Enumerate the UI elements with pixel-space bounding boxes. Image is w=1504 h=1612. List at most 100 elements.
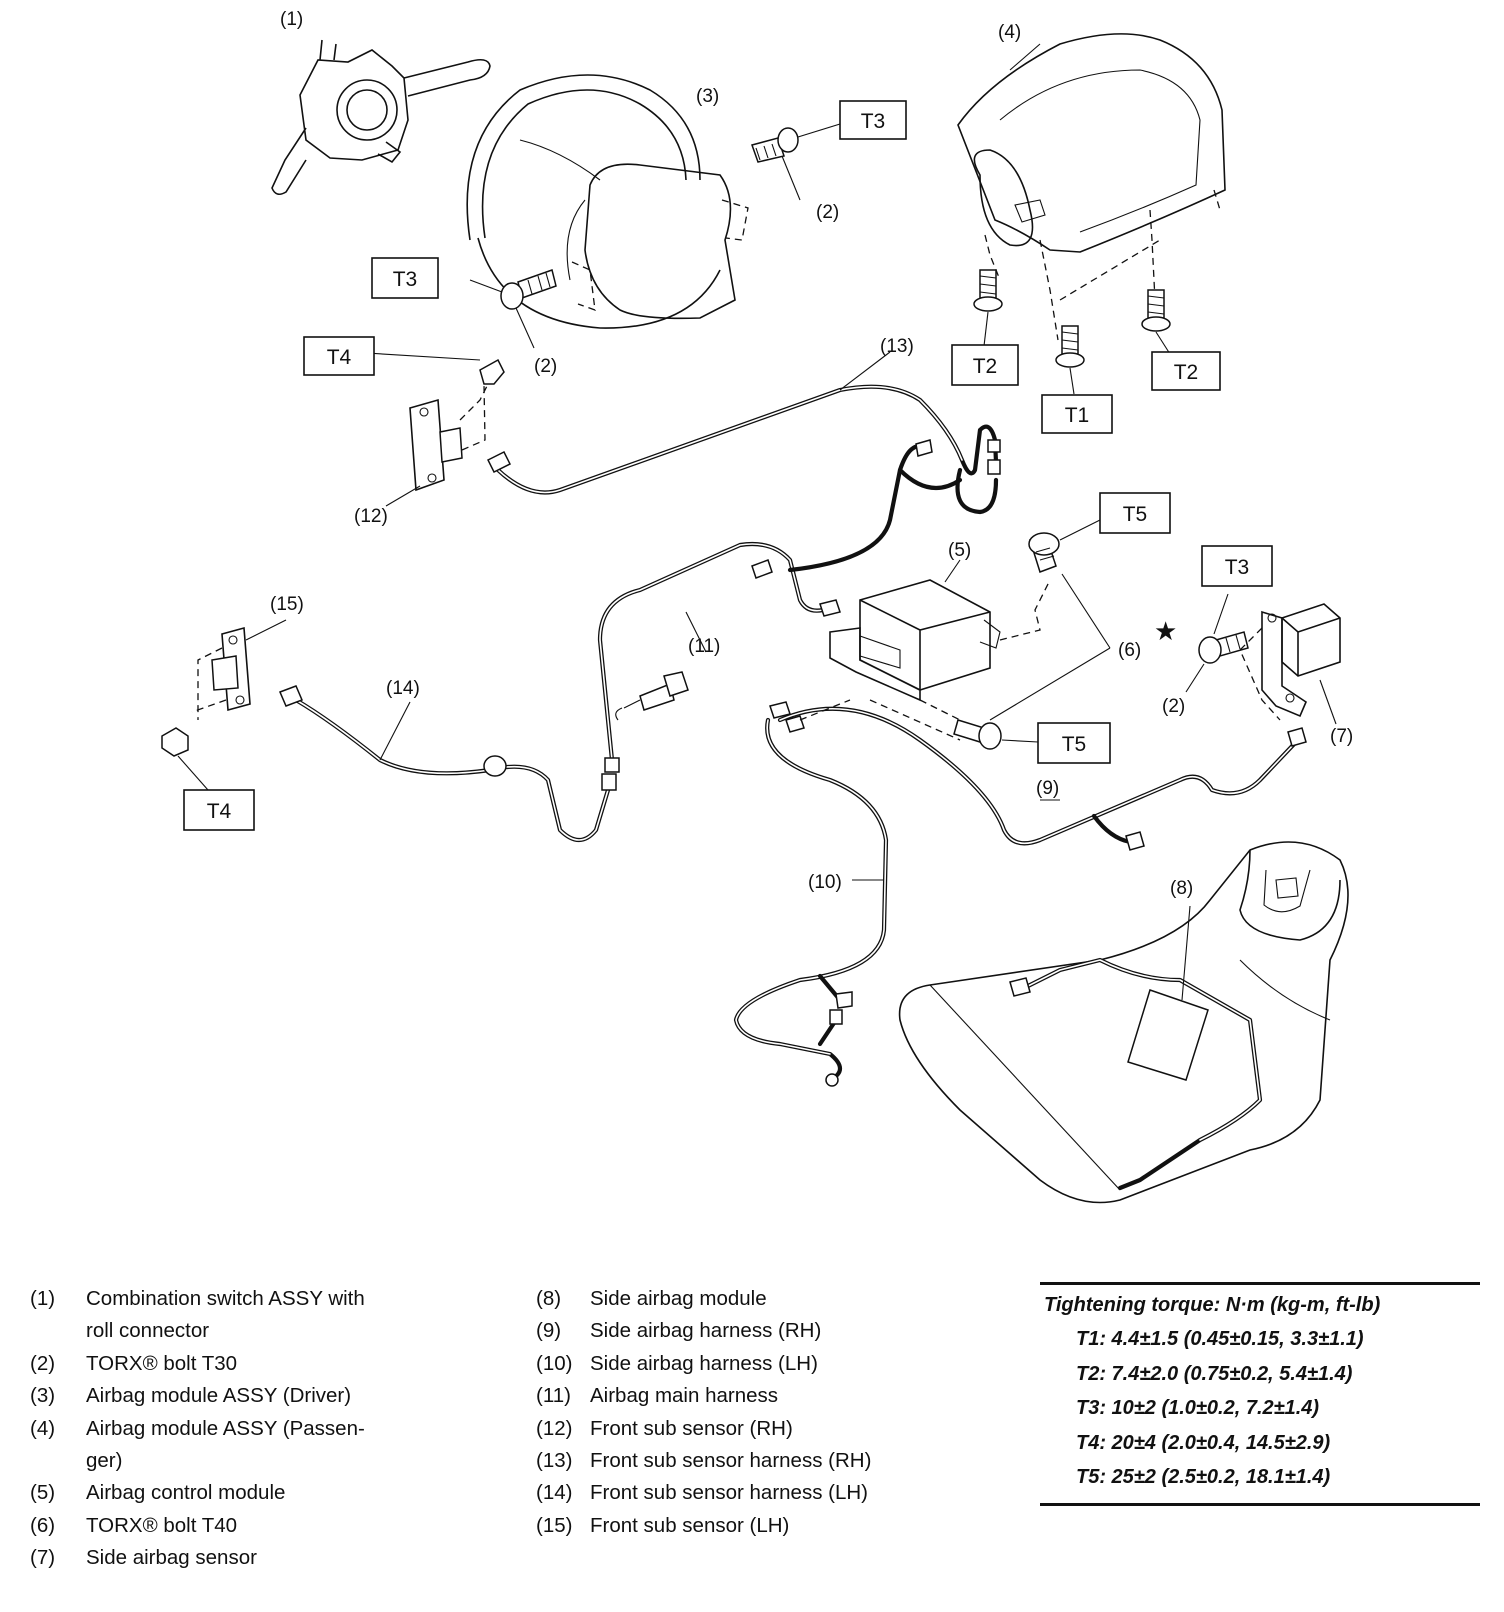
torque-title: Tightening torque: N·m (kg-m, ft-lb) [1044,1294,1381,1316]
legend-text: Side airbag module [590,1287,767,1310]
callout-9: (9) [1036,778,1059,799]
callout-labels: (1) (3) (4) (2) (2) (13) (12) (5) (15) (… [270,9,1353,899]
legend-number: (12) [536,1416,573,1440]
tightening-torque-table: Tightening torque: N·m (kg-m, ft-lb) T1:… [1040,1282,1480,1506]
legend-number: (2) [30,1351,56,1375]
legend-item: (14) Front sub sensor harness (LH) [536,1477,956,1509]
torx-bolt-t30-wheel [469,269,557,349]
legend-number: (9) [536,1319,562,1343]
legend-text: Side airbag sensor [86,1546,257,1570]
legend-item: (2) TORX® bolt T30 [30,1348,450,1380]
legend-number: (13) [536,1449,573,1473]
torx-bolt-t30-upper [751,123,841,201]
callout-5: (5) [948,540,971,561]
side-airbag-harness-lh [733,717,889,1087]
seat-with-side-airbag-module [898,841,1349,1204]
legend-item: (7) Side airbag sensor [30,1542,450,1574]
tag-t4-lh: T4 [207,800,232,823]
tag-t3-top: T3 [861,110,886,133]
legend-item: (15) Front sub sensor (LH) [536,1510,956,1542]
torque-tags: T3 T3 T4 T2 T1 T2 T5 T3 T5 T4 [183,100,1273,831]
legend-item: (9) Side airbag harness (RH) [536,1315,956,1347]
legend-number: (4) [30,1416,56,1440]
torx-bolt-t30-side [1185,593,1249,693]
legend-number: (10) [536,1351,573,1375]
torque-row-t1: T1: 4.4±1.5 (0.45±0.15, 3.3±1.1) [1076,1328,1364,1350]
legend-item: (5) Airbag control module [30,1477,450,1509]
legend-number: (8) [536,1287,562,1310]
tag-t2-left: T2 [973,355,998,378]
callout-14: (14) [386,678,420,699]
legend-text: Side airbag harness (RH) [590,1319,822,1343]
callout-4: (4) [998,22,1021,43]
legend-item: (12) Front sub sensor (RH) [536,1413,956,1445]
callout-2-wheel: (2) [534,356,557,377]
star-mark: ★ [1154,616,1177,646]
callout-2-upper: (2) [816,202,839,223]
driver-airbag-module-assy [466,74,749,329]
legend-text: Airbag module ASSY (Passen-ger) [86,1416,365,1473]
legend-item: (6) TORX® bolt T40 [30,1510,450,1542]
front-sub-sensor-rh [349,351,505,507]
legend-item: (11) Airbag main harness [536,1380,956,1412]
combination-switch-assy [271,39,491,196]
callout-12: (12) [354,506,388,527]
torque-row-t3: T3: 10±2 (1.0±0.2, 7.2±1.4) [1076,1397,1320,1419]
legend-item: (3) Airbag module ASSY (Driver) [30,1380,450,1412]
tag-t5-top: T5 [1123,503,1148,526]
legend-text: Airbag control module [86,1481,286,1505]
legend-number: (5) [30,1481,56,1505]
legend-text: Front sub sensor harness (LH) [590,1481,869,1505]
tag-t2-right: T2 [1174,361,1199,384]
legend-item: (13) Front sub sensor harness (RH) [536,1445,956,1477]
torque-row-t2: T2: 7.4±2.0 (0.75±0.2, 5.4±1.4) [1076,1362,1353,1385]
legend-number: (11) [536,1384,571,1408]
callout-13: (13) [880,336,914,357]
side-airbag-harness-rh [769,699,1307,851]
callout-6: (6) [1118,640,1141,661]
legend-number: (3) [30,1384,56,1408]
legend-number: (6) [30,1513,56,1537]
harness-ground-bolt [615,671,689,721]
callout-11: (11) [688,636,720,657]
passenger-airbag-module-assy [957,33,1226,341]
legend-text: Side airbag harness (LH) [590,1351,818,1375]
tag-t3-side: T3 [1225,556,1250,579]
callout-8: (8) [1170,878,1193,899]
callout-7: (7) [1330,726,1353,747]
side-airbag-sensor [1239,603,1341,725]
legend-text: Front sub sensor (LH) [590,1513,790,1537]
legend-item: (8) Side airbag module [536,1283,956,1315]
callout-2-side: (2) [1162,696,1185,717]
callout-15: (15) [270,594,304,615]
legend-text: TORX® bolt T40 [86,1513,238,1537]
legend-text: Airbag main harness [590,1384,779,1408]
front-sub-sensor-lh [161,619,287,791]
passenger-airbag-bolts [973,269,1171,395]
callout-10: (10) [808,872,842,893]
callout-1: (1) [280,9,303,30]
tag-t5-bottom: T5 [1062,733,1087,756]
front-sub-sensor-harness-lh [279,685,617,843]
tag-t3-wheel: T3 [393,268,418,291]
legend-text: Airbag module ASSY (Driver) [86,1384,352,1408]
airbag-system-exploded-diagram: (1) (3) (4) (2) (2) (13) (12) (5) (15) (… [161,9,1353,1204]
torx-bolt-t40 [953,519,1111,750]
legend-middle-column: (8) Side airbag module (9) Side airbag h… [536,1283,956,1542]
callout-3: (3) [696,86,719,107]
legend-number: (1) [30,1287,56,1310]
tag-t4-rh: T4 [327,346,352,369]
tag-t1: T1 [1065,404,1090,427]
legend-number: (14) [536,1481,573,1505]
legend-item: (4) Airbag module ASSY (Passen-ger) [30,1413,450,1478]
front-sub-sensor-harness-rh [486,351,1001,515]
airbag-main-harness [597,439,963,773]
legend-number: (7) [30,1546,56,1570]
legend-text: Front sub sensor (RH) [590,1416,793,1440]
torque-row-t5: T5: 25±2 (2.5±0.2, 18.1±1.4) [1076,1466,1331,1488]
airbag-control-module [829,559,1051,741]
legend-number: (15) [536,1513,573,1537]
